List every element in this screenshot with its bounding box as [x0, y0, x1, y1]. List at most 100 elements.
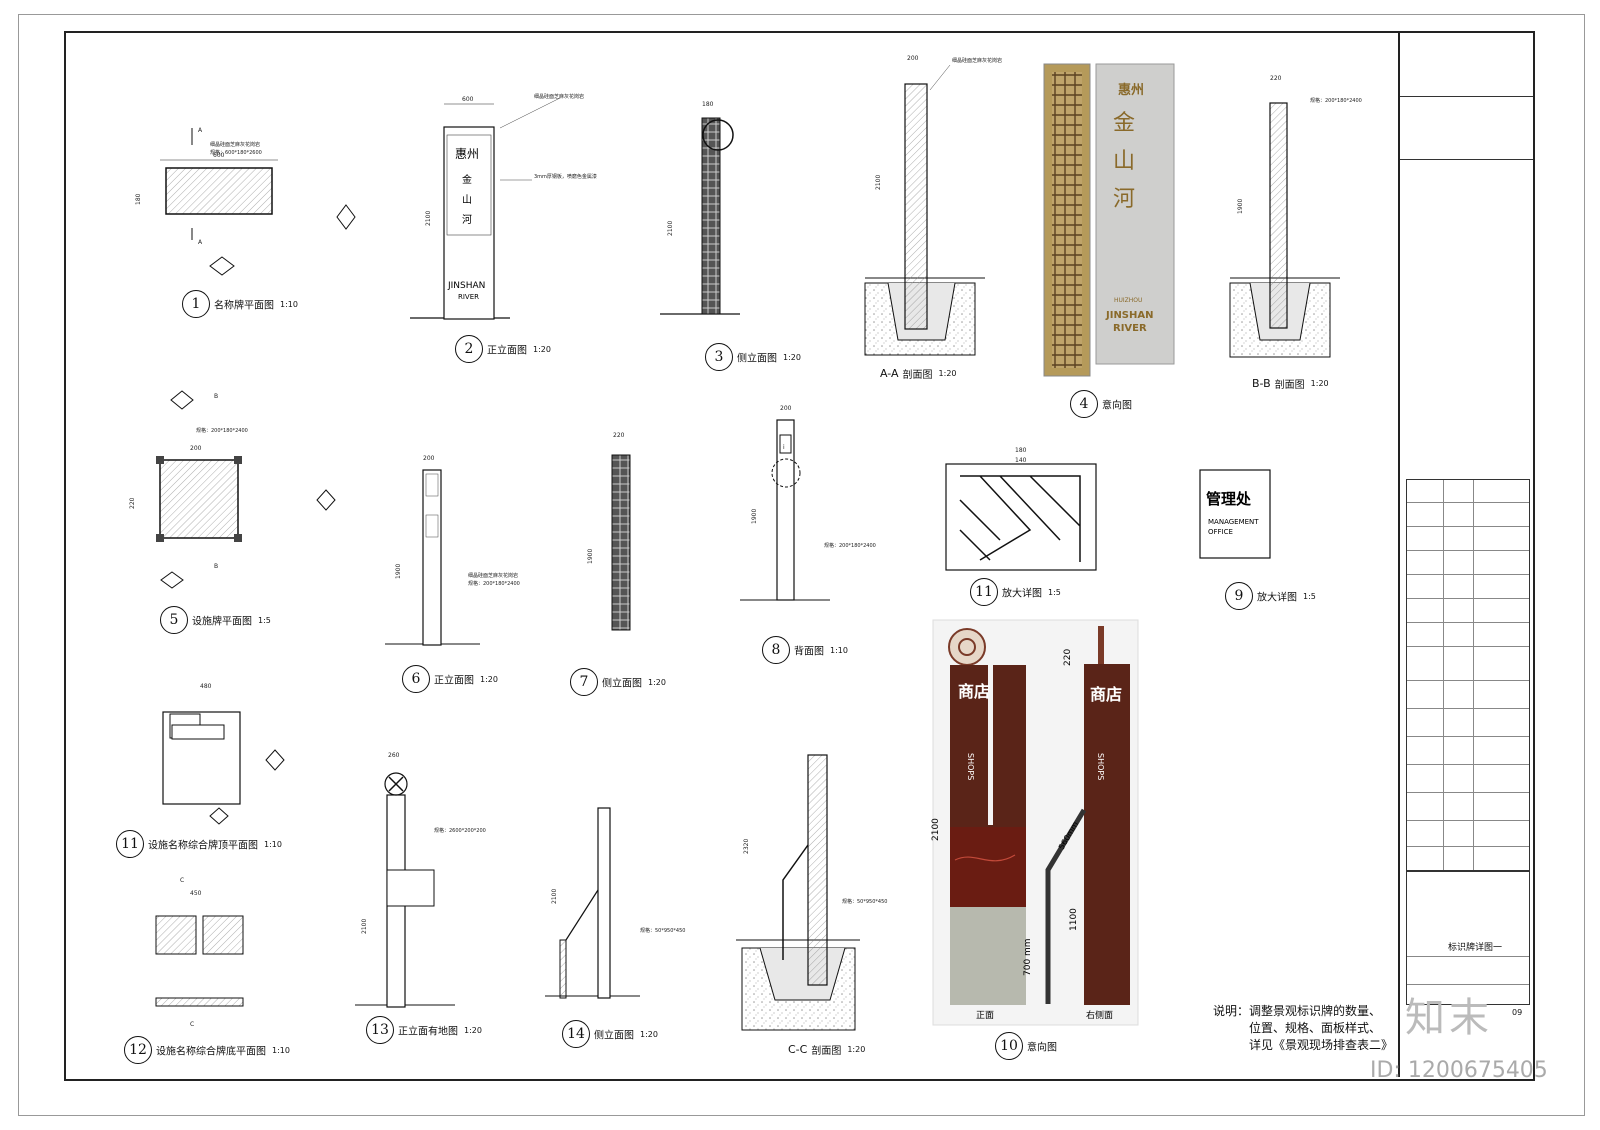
svg-text:JINSHAN: JINSHAN: [1105, 310, 1154, 321]
svg-text:OFFICE: OFFICE: [1208, 528, 1233, 536]
svg-text:规格：200*180*2400: 规格：200*180*2400: [468, 580, 520, 587]
svg-text:200: 200: [780, 405, 792, 412]
svg-text:2100: 2100: [361, 919, 368, 934]
view-aa-section: 2100 200 细晶硅面芝麻灰花岗岩: [864, 55, 1002, 356]
svg-text:规格：50*950*450: 规格：50*950*450: [640, 927, 685, 934]
view-5-plan: 200 220 BB 规格：200*180*2400: [129, 390, 336, 589]
svg-text:1100: 1100: [1069, 908, 1079, 931]
svg-text:规格：200*180*2400: 规格：200*180*2400: [1310, 97, 1362, 104]
svg-text:1900: 1900: [1237, 199, 1244, 214]
svg-text:管理处: 管理处: [1206, 490, 1252, 508]
svg-text:2320: 2320: [743, 839, 750, 854]
svg-text:220: 220: [1063, 649, 1073, 666]
svg-text:220: 220: [613, 432, 625, 439]
svg-text:260: 260: [388, 752, 400, 759]
svg-text:HUIZHOU: HUIZHOU: [1114, 297, 1142, 304]
svg-text:220: 220: [129, 497, 136, 509]
view-4-intent: 惠州 金 山 河 HUIZHOU JINSHAN RIVER: [1043, 63, 1175, 377]
svg-text:规格：2600*200*200: 规格：2600*200*200: [434, 827, 486, 834]
svg-text:山: 山: [1113, 149, 1135, 174]
tb-title-box: [1406, 871, 1530, 1005]
svg-text:180: 180: [135, 193, 142, 205]
view-10-intent: 商店 SHOPS 商店 SHOPS 2100 220 700 mm 1100 5…: [931, 619, 1139, 1026]
svg-text:140: 140: [1015, 457, 1027, 464]
view-7-side: 220 1900: [587, 432, 631, 631]
general-note: 说明：调整景观标识牌的数量、 位置、规格、面板样式、 详见《景观现场排查表二》: [1213, 1004, 1394, 1052]
svg-text:细晶硅面芝麻灰花岗岩: 细晶硅面芝麻灰花岗岩: [210, 141, 260, 148]
view-2-front: 惠州 金 山 河 JINSHAN RIVER 600 2100 细晶硅面芝麻灰花…: [410, 93, 597, 320]
svg-text:JINSHAN: JINSHAN: [447, 281, 485, 291]
svg-text:C: C: [190, 1021, 194, 1028]
svg-text:商店: 商店: [1090, 685, 1122, 704]
svg-text:MANAGEMENT: MANAGEMENT: [1208, 518, 1259, 526]
id-tag: ID: 1200675405: [1370, 1058, 1548, 1083]
view-combo-top: 480: [162, 683, 285, 825]
svg-text:河: 河: [1113, 187, 1135, 212]
svg-text:2100: 2100: [931, 818, 941, 841]
svg-text:i: i: [783, 444, 785, 451]
svg-text:金: 金: [1113, 111, 1135, 136]
tb-divider: [1400, 96, 1533, 97]
svg-text:480: 480: [200, 683, 212, 690]
svg-text:3mm厚钢板，喷磨色金属漆: 3mm厚钢板，喷磨色金属漆: [534, 173, 597, 180]
svg-text:规格：600*180*2600: 规格：600*180*2600: [210, 149, 262, 156]
svg-text:1900: 1900: [395, 564, 402, 579]
svg-text:600: 600: [462, 96, 474, 103]
svg-text:细晶硅面芝麻灰花岗岩: 细晶硅面芝麻灰花岗岩: [952, 57, 1002, 64]
view-combo-bottom: 450 CC: [155, 877, 244, 1028]
drawing-frame: [64, 31, 1535, 1081]
dim-label: 600: [213, 152, 225, 159]
view-3-side: 2100 180: [660, 101, 740, 315]
svg-text:2100: 2100: [875, 175, 882, 190]
svg-text:1900: 1900: [587, 549, 594, 564]
outer-border: [18, 14, 1585, 1116]
svg-text:450: 450: [190, 890, 202, 897]
svg-text:A: A: [198, 127, 203, 134]
svg-text:2100: 2100: [425, 211, 432, 226]
view-11-detail: 180 140: [945, 447, 1097, 571]
svg-text:规格：50*950*450: 规格：50*950*450: [842, 898, 887, 905]
svg-text:SHOPS: SHOPS: [966, 753, 975, 780]
svg-text:规格：200*180*2400: 规格：200*180*2400: [196, 427, 248, 434]
svg-text:B: B: [214, 563, 218, 570]
title-block: [1398, 31, 1533, 1077]
svg-text:河: 河: [462, 214, 472, 226]
svg-text:700 mm: 700 mm: [1023, 938, 1033, 976]
svg-text:2100: 2100: [667, 221, 674, 236]
svg-text:细晶硅面芝麻灰花岗岩: 细晶硅面芝麻灰花岗岩: [468, 572, 518, 579]
view-6-front: 200 1900 细晶硅面芝麻灰花岗岩 规格：200*180*2400: [385, 455, 520, 646]
svg-text:180: 180: [1015, 447, 1027, 454]
svg-text:SHOPS: SHOPS: [1096, 753, 1105, 780]
view-8-back: i 200 1900 规格：200*180*2400: [740, 405, 876, 601]
svg-text:山: 山: [462, 194, 472, 206]
svg-text:规格：200*180*2400: 规格：200*180*2400: [824, 542, 876, 549]
svg-text:细晶硅面芝麻灰花岗岩: 细晶硅面芝麻灰花岗岩: [534, 93, 584, 100]
tb-table: [1406, 479, 1530, 871]
svg-text:惠州: 惠州: [455, 147, 479, 161]
svg-text:B: B: [214, 393, 218, 400]
view-14-side: 2100 规格：50*950*450: [545, 807, 685, 999]
svg-text:2100: 2100: [551, 889, 558, 904]
svg-text:1900: 1900: [751, 509, 758, 524]
sheet-title: 标识牌详图一: [1448, 943, 1503, 953]
sheet-number: 09: [1512, 1008, 1523, 1017]
svg-text:200: 200: [423, 455, 435, 462]
svg-text:商店: 商店: [958, 682, 990, 701]
